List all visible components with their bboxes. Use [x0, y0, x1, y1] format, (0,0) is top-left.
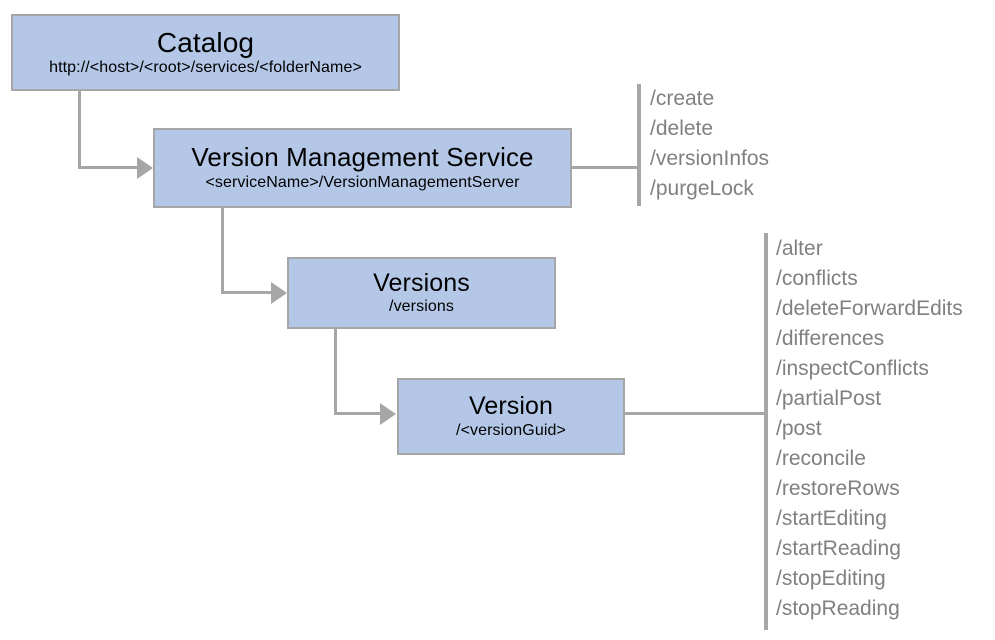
node-version[interactable]: Version /<versionGuid> — [397, 378, 625, 455]
operation-item[interactable]: /startReading — [776, 537, 901, 560]
operation-item[interactable]: /stopReading — [776, 597, 900, 620]
operation-list-service: /create/delete/versionInfos/purgeLock — [650, 84, 769, 204]
node-catalog[interactable]: Catalog http://<host>/<root>/services/<f… — [11, 14, 400, 91]
operations-bracket-version — [764, 233, 768, 630]
connector-versions-to-version-vertical — [334, 329, 337, 415]
operation-item[interactable]: /deleteForwardEdits — [776, 297, 963, 320]
arrow-catalog-to-service — [137, 157, 153, 179]
node-version-management-service-subtitle: <serviceName>/VersionManagementServer — [205, 173, 520, 191]
operation-item[interactable]: /inspectConflicts — [776, 357, 929, 380]
operation-item[interactable]: /versionInfos — [650, 147, 770, 170]
node-versions[interactable]: Versions /versions — [287, 257, 556, 329]
operation-item[interactable]: /conflicts — [776, 267, 858, 290]
node-version-subtitle: /<versionGuid> — [456, 421, 566, 439]
node-catalog-subtitle: http://<host>/<root>/services/<folderNam… — [49, 58, 362, 76]
connector-service-to-operations — [572, 166, 639, 169]
connector-versions-to-version-horizontal — [334, 412, 382, 415]
arrow-versions-to-version — [380, 403, 396, 425]
node-version-management-service-title: Version Management Service — [191, 142, 534, 173]
connector-catalog-to-service-horizontal — [78, 166, 140, 169]
operations-bracket-service — [637, 84, 641, 206]
operation-item[interactable]: /create — [650, 87, 715, 110]
operation-item[interactable]: /partialPost — [776, 387, 882, 410]
operation-list-version: /alter/conflicts/deleteForwardEdits/diff… — [776, 234, 963, 624]
operation-item[interactable]: /post — [776, 417, 822, 440]
operation-item[interactable]: /reconcile — [776, 447, 866, 470]
operation-item[interactable]: /purgeLock — [650, 177, 754, 200]
operation-item[interactable]: /stopEditing — [776, 567, 886, 590]
operation-item[interactable]: /restoreRows — [776, 477, 900, 500]
operation-item[interactable]: /delete — [650, 117, 714, 140]
operation-item[interactable]: /startEditing — [776, 507, 887, 530]
connector-service-to-versions-vertical — [221, 208, 224, 294]
operation-item[interactable]: /differences — [776, 327, 885, 350]
connector-version-to-operations — [625, 412, 767, 415]
node-version-title: Version — [468, 392, 554, 421]
connector-service-to-versions-horizontal — [221, 291, 273, 294]
node-catalog-title: Catalog — [156, 27, 255, 59]
node-versions-subtitle: /versions — [389, 298, 454, 316]
connector-catalog-to-service-vertical — [78, 91, 81, 169]
node-version-management-service[interactable]: Version Management Service <serviceName>… — [153, 128, 572, 208]
node-versions-title: Versions — [373, 268, 470, 297]
arrow-service-to-versions — [271, 282, 287, 304]
operation-item[interactable]: /alter — [776, 237, 823, 260]
